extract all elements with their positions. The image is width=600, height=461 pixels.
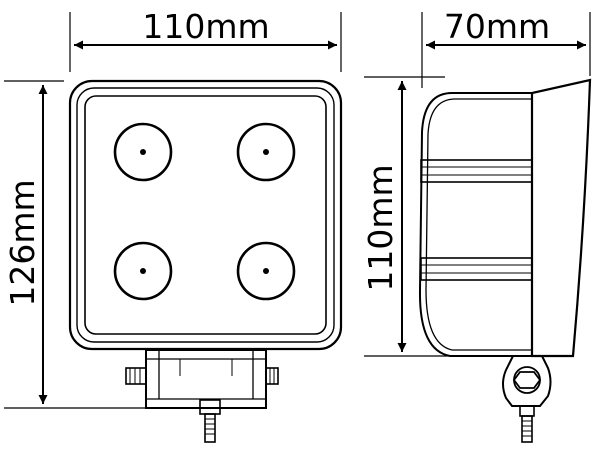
led-top-left [113, 122, 173, 182]
side-depth-dimension: 70mm [421, 7, 591, 88]
front-width-label: 110mm [142, 7, 269, 46]
led-bottom-left [113, 241, 173, 301]
side-depth-label: 70mm [444, 7, 550, 46]
side-fin-band-top [420, 159, 533, 183]
led-top-right [236, 122, 296, 182]
side-height-label: 110mm [361, 164, 400, 291]
side-height-dimension: 110mm [361, 76, 450, 357]
side-mounting-bracket [502, 355, 552, 443]
side-fin-band-bottom [420, 257, 533, 281]
front-lens [84, 95, 327, 335]
side-housing-body [418, 92, 532, 357]
side-view [418, 78, 592, 443]
front-view [68, 79, 343, 443]
front-mounting-stud [199, 399, 221, 443]
front-height-label: 126mm [3, 179, 42, 306]
front-height-dimension: 126mm [3, 80, 146, 409]
front-housing-inner [76, 87, 335, 343]
front-housing-outer [68, 79, 343, 351]
front-mounting-bracket [125, 349, 279, 409]
led-bottom-right [236, 241, 296, 301]
side-front-bezel [530, 78, 592, 358]
front-width-dimension: 110mm [69, 7, 342, 72]
